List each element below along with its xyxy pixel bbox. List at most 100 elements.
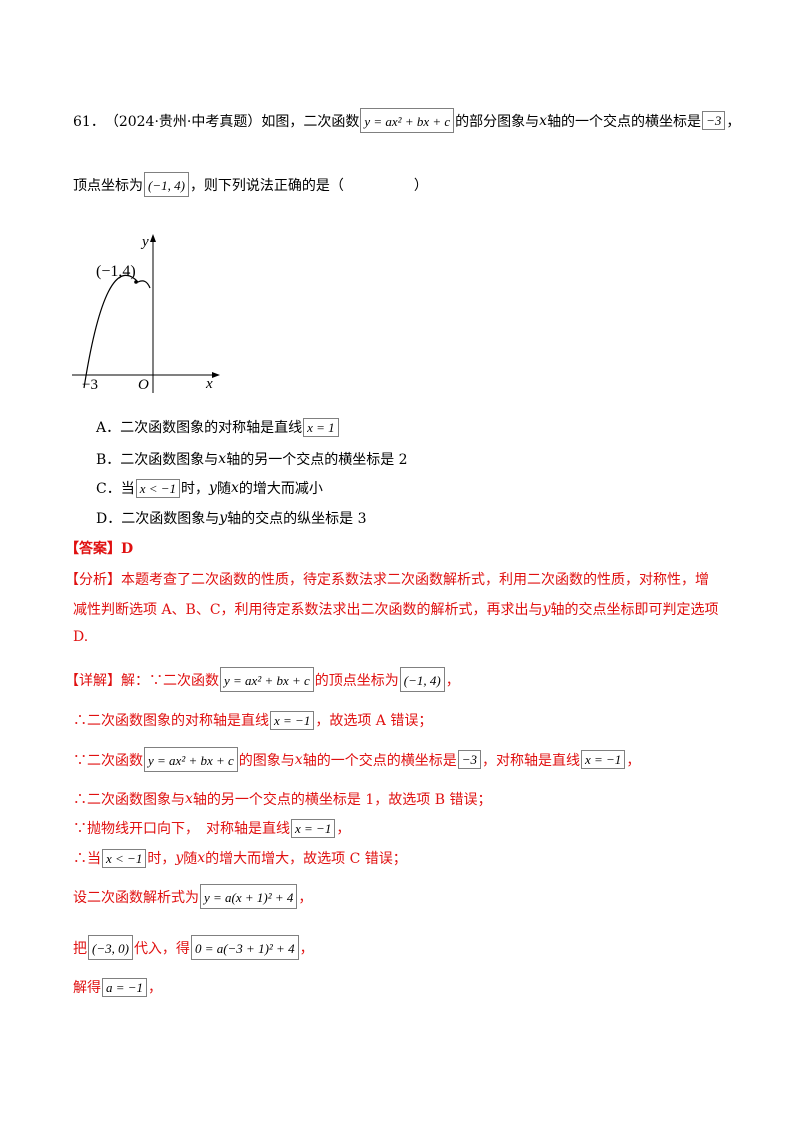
var-y: y	[209, 480, 217, 496]
detail-text: 设二次函数解析式为	[73, 889, 199, 906]
equation-box: y = ax² + bx + c	[360, 108, 455, 133]
vertex-box: (−1, 4)	[144, 172, 189, 197]
detail-line-3: ∵二次函数 y = ax² + bx + c 的图象与 x 轴的一个交点的横坐标…	[73, 747, 640, 772]
detail-text: 的顶点坐标为	[314, 672, 399, 689]
detail-text: 【详解】解：∵二次函数	[65, 672, 219, 689]
analysis-text: 减性判断选项 A、B、C，利用待定系数法求出二次函数的解析式，再求出与	[73, 602, 543, 618]
equation-box: x = 1	[303, 417, 339, 437]
detail-line-1: 【详解】解：∵二次函数 y = ax² + bx + c 的顶点坐标为 (−1,…	[65, 667, 460, 692]
var-y: y	[542, 601, 551, 617]
detail-line-8: 把 (−3, 0) 代入，得 0 = a(−3 + 1)² + 4 ，	[73, 935, 314, 960]
origin-label: O	[138, 377, 149, 393]
option-text: A．二次函数图象的对称轴是直线	[96, 420, 303, 436]
detail-text: 代入，得	[133, 940, 190, 957]
x-axis-arrow-icon	[212, 372, 220, 378]
punct: ，	[299, 940, 314, 957]
punct: ，	[336, 821, 351, 837]
var-x: x	[230, 480, 239, 496]
option-text: 轴的交点的纵坐标是 3	[227, 511, 367, 527]
vertex-box: (−1, 4)	[399, 667, 445, 692]
equation-box: x = −1	[291, 818, 336, 838]
equation-box: y = a(x + 1)² + 4	[200, 884, 298, 909]
detail-text: 随	[183, 851, 198, 867]
detail-text: ∴二次函数图象与	[73, 792, 185, 808]
vertex-label: (−1,4)	[96, 263, 136, 280]
equation-box: x = −1	[580, 750, 626, 769]
detail-text: ，故选项 A 错误；	[315, 713, 433, 729]
question-line-2: 顶点坐标为 (−1, 4) ，则下列说法正确的是（ ）	[73, 172, 428, 197]
question-text: 轴的一个交点的横坐标是	[547, 113, 702, 130]
question-number: 61．	[73, 113, 105, 130]
detail-text: ∵抛物线开口向下， 对称轴是直线	[73, 821, 290, 837]
equation-box: x < −1	[135, 478, 181, 498]
var-x: x	[539, 112, 548, 129]
punct: ，	[445, 672, 460, 689]
question-text: 如图，二次函数	[261, 113, 360, 130]
equation-box: 0 = a(−3 + 1)² + 4	[190, 935, 299, 960]
analysis-text: 轴的交点坐标即可判定选项	[550, 602, 719, 618]
analysis-line-1: 【分析】本题考查了二次函数的性质，待定系数法求二次函数解析式，利用二次函数的性质…	[65, 572, 709, 588]
option-a: A．二次函数图象的对称轴是直线 x = 1	[96, 417, 340, 437]
detail-text: ∵二次函数	[73, 752, 143, 769]
parabola-graph: y x O −3 (−1,4)	[72, 234, 220, 393]
var-y: y	[175, 850, 184, 866]
detail-text: 轴的另一个交点的横坐标是 1，故选项 B 错误；	[192, 792, 492, 808]
question-text: 顶点坐标为	[73, 177, 143, 194]
option-b: B．二次函数图象与 x 轴的另一个交点的横坐标是 2	[96, 449, 408, 469]
option-text: C．当	[96, 481, 135, 497]
equation-box: x < −1	[102, 848, 147, 868]
root-box: −3	[457, 750, 481, 769]
var-y: y	[219, 510, 228, 526]
option-c: C．当 x < −1 时， y 随 x 的增大而减小	[96, 478, 323, 498]
option-text: 轴的另一个交点的横坐标是 2	[226, 452, 408, 468]
var-x: x	[218, 451, 227, 467]
vertex-point	[134, 280, 138, 284]
detail-text: 时，	[147, 851, 176, 867]
detail-text: ，对称轴是直线	[481, 752, 580, 769]
y-axis-arrow-icon	[150, 234, 156, 242]
parabola-curve	[83, 274, 151, 389]
punct: ，	[726, 113, 741, 130]
detail-text: ∴当	[73, 851, 101, 867]
detail-text: 把	[73, 940, 87, 957]
detail-line-5: ∵抛物线开口向下， 对称轴是直线 x = −1 ，	[73, 818, 350, 838]
x-axis-label: x	[205, 376, 213, 392]
detail-line-2: ∴二次函数图象的对称轴是直线 x = −1 ，故选项 A 错误；	[73, 710, 432, 730]
detail-line-6: ∴当 x < −1 时， y 随 x 的增大而增大，故选项 C 错误；	[73, 848, 407, 868]
y-axis-label: y	[140, 234, 149, 250]
option-d: D．二次函数图象与 y 轴的交点的纵坐标是 3	[96, 508, 367, 528]
option-text: 的增大而减小	[238, 481, 323, 497]
question-line-1: 61． （2024·贵州·中考真题） 如图，二次函数 y = ax² + bx …	[73, 108, 740, 133]
punct: ，	[626, 752, 641, 769]
root-label: −3	[82, 377, 98, 393]
detail-text: 的图象与	[238, 752, 295, 769]
var-x: x	[185, 791, 193, 807]
analysis-line-3: D.	[73, 629, 89, 645]
equation-box: y = ax² + bx + c	[220, 667, 314, 692]
question-text: ，则下列说法正确的是（ ）	[189, 177, 428, 194]
punct: ，	[298, 889, 313, 906]
option-text: D．二次函数图象与	[96, 511, 220, 527]
equation-box: a = −1	[102, 977, 148, 997]
equation-box: x = −1	[270, 710, 315, 730]
var-x: x	[294, 751, 303, 768]
equation-box: y = ax² + bx + c	[144, 747, 238, 772]
answer-line: 【答案】D	[65, 541, 134, 557]
detail-text: 解得	[73, 980, 101, 996]
punct: ，	[148, 980, 163, 996]
detail-text: 的增大而增大，故选项 C 错误；	[205, 851, 407, 867]
var-x: x	[197, 850, 206, 866]
analysis-line-2: 减性判断选项 A、B、C，利用待定系数法求出二次函数的解析式，再求出与 y 轴的…	[73, 599, 718, 619]
point-box: (−3, 0)	[88, 935, 133, 960]
option-text: 随	[216, 481, 231, 497]
question-source: （2024·贵州·中考真题）	[104, 113, 262, 130]
question-text: 的部分图象与	[455, 113, 540, 130]
option-text: B．二次函数图象与	[96, 452, 219, 468]
detail-text: ∴二次函数图象的对称轴是直线	[73, 713, 269, 729]
option-text: 时，	[181, 481, 210, 497]
detail-text: 轴的一个交点的横坐标是	[302, 752, 457, 769]
detail-line-7: 设二次函数解析式为 y = a(x + 1)² + 4 ，	[73, 884, 312, 909]
root-box: −3	[702, 111, 726, 130]
detail-line-4: ∴二次函数图象与 x 轴的另一个交点的横坐标是 1，故选项 B 错误；	[73, 789, 491, 809]
